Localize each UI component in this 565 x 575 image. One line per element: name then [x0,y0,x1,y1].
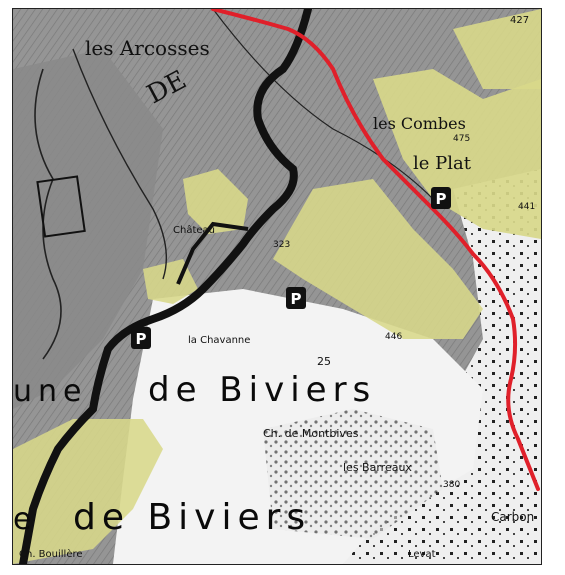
spot-height-475: 475 [453,134,470,144]
spot-height-446: 446 [385,332,402,342]
spot-height-323: 323 [273,240,290,250]
label-combes: les Combes [373,114,466,133]
label-bouillere: Ch. Bouillère [19,548,83,560]
svg-text:P: P [136,330,147,348]
label-barreaux: les Barreaux [343,461,412,474]
svg-text:P: P [436,190,447,208]
spot-height-380: 380 [443,480,460,490]
red-route[interactable] [211,9,540,491]
yellow-zone-north [453,9,541,89]
label-biviers-2: de Biviers [73,497,311,538]
town-area-east [343,169,541,564]
label-levat: Levat [408,549,436,560]
label-chateau: Château [173,224,215,236]
yellow-zone-chateau [183,169,248,234]
label-carbone: Carbon [491,510,534,524]
parking-marker-center[interactable]: P [286,287,306,309]
yellow-zone-combes [373,69,541,239]
forest-area [13,49,163,409]
parking-marker-west[interactable]: P [131,327,151,349]
map-canvas[interactable]: les Arcosses DE les Combes le Plat Châte… [13,9,541,564]
label-chavanne: la Chavanne [188,335,250,346]
town-dots [263,409,443,539]
spot-height-427: 427 [510,15,529,26]
label-arcosses: les Arcosses [85,36,210,60]
boundary-line-mid [72,48,168,280]
svg-text:P: P [291,290,302,308]
label-biviers-prefix-2: e [13,502,37,537]
main-road[interactable] [19,9,312,564]
parking-marker-plat[interactable]: P [431,187,451,209]
building-outline [36,175,86,238]
map-frame[interactable]: les Arcosses DE les Combes le Plat Châte… [12,8,542,565]
boundary-line-north [212,9,434,200]
label-plat: le Plat [413,153,472,174]
spot-height-441: 441 [518,202,535,212]
label-biviers-1: de Biviers [148,370,376,410]
label-montbives: Ch. de Montbives [263,427,359,440]
side-road[interactable] [176,221,249,285]
yellow-zone-plat [273,179,483,339]
label-biviers-prefix-1: une [13,374,87,409]
spot-height-25: 25 [317,355,331,368]
